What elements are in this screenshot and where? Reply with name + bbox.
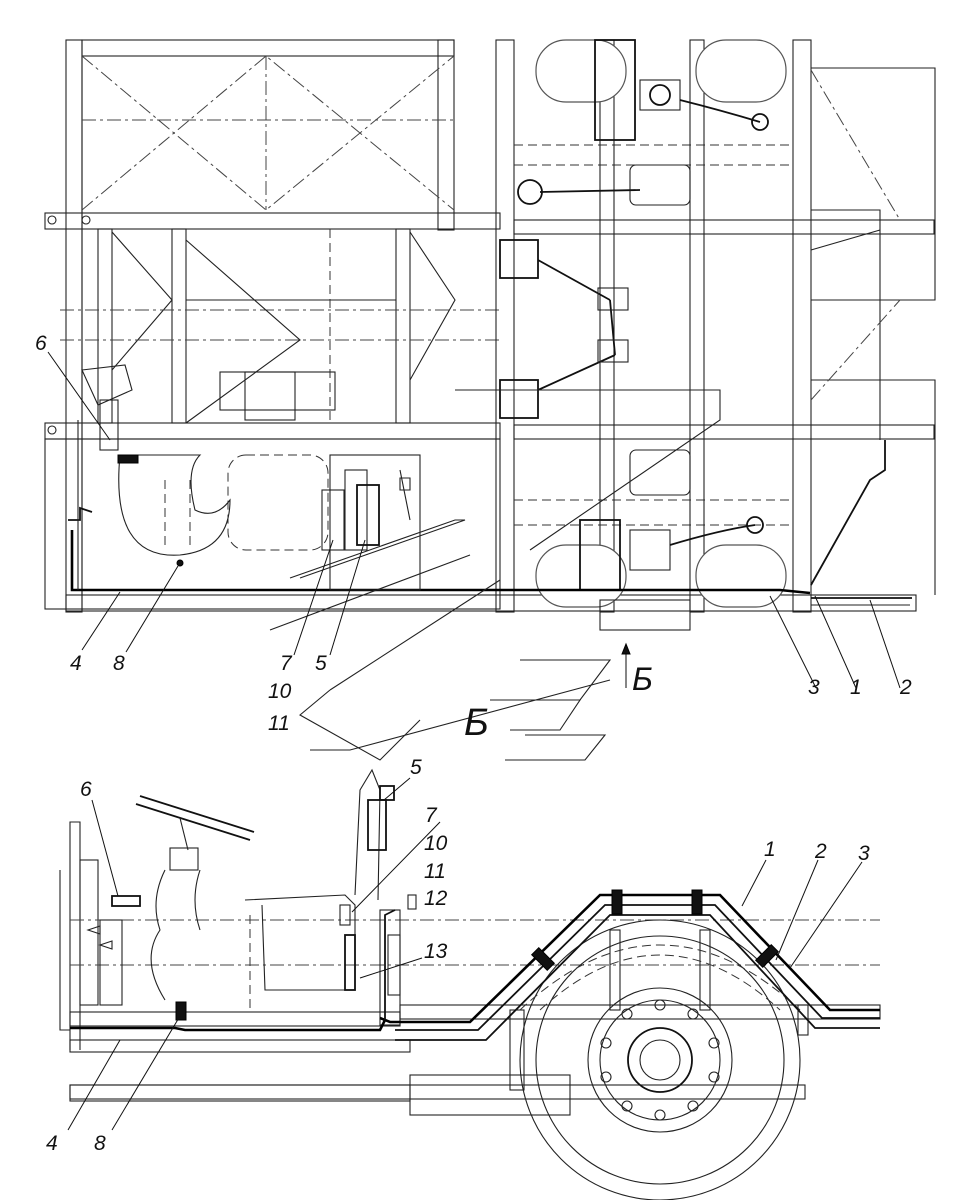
- callout-7-side: 7: [425, 804, 438, 827]
- callout-5-side: 5: [410, 756, 422, 779]
- callout-6-side: 6: [80, 778, 92, 801]
- chassis-rails: [495, 39, 936, 613]
- callout-11-side: 11: [424, 860, 446, 883]
- view-direction-arrows: [269, 389, 721, 761]
- callout-3-top: 3: [808, 676, 820, 699]
- callout-3-side: 3: [858, 842, 870, 865]
- callout-1-side: 1: [764, 838, 776, 861]
- callout-10-side: 10: [424, 832, 448, 855]
- leaders-side: [67, 777, 863, 1131]
- cab-frame: [44, 39, 917, 613]
- view-label-large: Б: [464, 702, 489, 744]
- drivetrain-top: [499, 39, 769, 631]
- control-unit-6-top: [81, 364, 139, 464]
- leaders-top: [47, 351, 901, 689]
- harness-4-top: [68, 420, 460, 592]
- callout-8-top: 8: [113, 652, 125, 675]
- callout-2-top: 2: [899, 676, 912, 699]
- callout-7-top: 7: [280, 652, 293, 675]
- chassis-side: [69, 919, 881, 1200]
- callout-4-top: 4: [70, 652, 82, 675]
- side-view: 5 6 7 10 11 12 13 1 2 3 4 8: [46, 756, 881, 1200]
- relay-block-top: [321, 454, 421, 591]
- callout-10-top: 10: [268, 680, 292, 703]
- callout-11-top: 11: [268, 712, 290, 735]
- callout-6-top: 6: [35, 332, 47, 355]
- view-label-arrow: Б: [632, 661, 653, 697]
- harness-123-top: [460, 440, 912, 606]
- callout-13-side: 13: [424, 940, 448, 963]
- callout-4-side: 4: [46, 1132, 58, 1155]
- callout-5-top: 5: [315, 652, 327, 675]
- harness-bundle-side: [70, 889, 880, 1041]
- callout-12-side: 12: [424, 887, 448, 910]
- callout-2-side: 2: [814, 840, 827, 863]
- callout-8-side: 8: [94, 1132, 106, 1155]
- callout-1-top: 1: [850, 676, 862, 699]
- top-view: 6 4 8 7 5 10 11 3 1 2 Б Б: [35, 39, 936, 761]
- item-8-marker-top: [176, 559, 184, 567]
